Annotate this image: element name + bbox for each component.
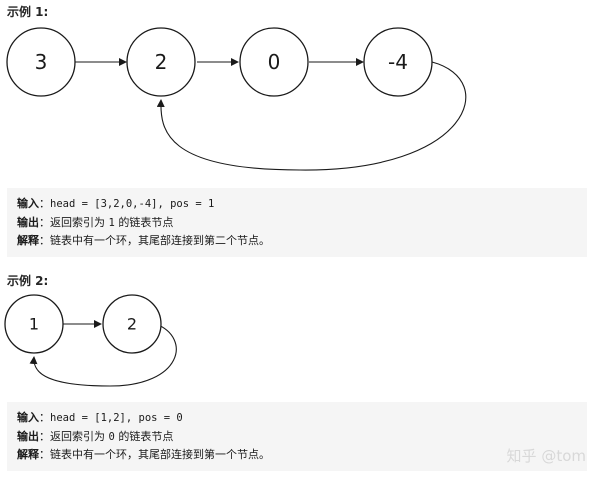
label-separator: ： bbox=[39, 197, 50, 210]
example-2-linked-list-diagram: 1 2 bbox=[4, 294, 177, 387]
label-separator: ： bbox=[39, 215, 50, 229]
example-2-heading: 示例 2: bbox=[7, 274, 49, 288]
input-label: 输入 bbox=[17, 411, 39, 424]
list-node-1: 1 bbox=[4, 294, 64, 354]
explanation-label: 解释 bbox=[17, 234, 39, 247]
explanation-label: 解释 bbox=[17, 448, 39, 461]
input-value: head = [1,2], pos = 0 bbox=[50, 412, 183, 424]
output-line: 输出：返回索引为 1 的链表节点 bbox=[17, 214, 577, 233]
output-text-after: 的链表节点 bbox=[118, 215, 174, 229]
example-2-description: 输入：head = [1,2], pos = 0 输出：返回索引为 0 的链表节… bbox=[7, 402, 587, 471]
label-separator: ： bbox=[39, 411, 50, 424]
label-separator: ： bbox=[39, 234, 50, 247]
output-label: 输出 bbox=[17, 215, 39, 229]
watermark: 知乎 @tom bbox=[506, 447, 586, 465]
label-separator: ： bbox=[39, 448, 50, 461]
node-value: 2 bbox=[155, 50, 168, 74]
input-label: 输入 bbox=[17, 197, 39, 210]
list-node-3: 0 bbox=[239, 27, 309, 97]
node-value: 1 bbox=[29, 315, 39, 334]
example-1-description: 输入：head = [3,2,0,-4], pos = 1 输出：返回索引为 1… bbox=[7, 188, 587, 257]
cycle-arrow-tail-to-node-2 bbox=[156, 61, 467, 171]
input-value: head = [3,2,0,-4], pos = 1 bbox=[50, 198, 215, 210]
cycle-arrow-tail-to-node-1 bbox=[29, 323, 177, 387]
list-node-4: -4 bbox=[363, 27, 433, 97]
output-line: 输出：返回索引为 0 的链表节点 bbox=[17, 428, 577, 447]
output-text-after: 的链表节点 bbox=[118, 429, 174, 443]
output-label: 输出 bbox=[17, 429, 39, 443]
list-node-2: 2 bbox=[126, 27, 196, 97]
explanation-text: 链表中有一个环，其尾部连接到第一个节点。 bbox=[50, 448, 270, 461]
list-node-2: 2 bbox=[102, 294, 162, 354]
node-value: 3 bbox=[35, 50, 48, 74]
output-value: 1 bbox=[108, 216, 115, 229]
output-value: 0 bbox=[108, 430, 115, 443]
explanation-text: 链表中有一个环，其尾部连接到第二个节点。 bbox=[50, 234, 270, 247]
node-value: 2 bbox=[127, 315, 137, 334]
node-value: -4 bbox=[388, 50, 408, 74]
output-text-before: 返回索引为 bbox=[50, 215, 105, 229]
input-line: 输入：head = [1,2], pos = 0 bbox=[17, 409, 577, 428]
example-1-linked-list-diagram: 3 2 0 -4 bbox=[6, 27, 467, 171]
label-separator: ： bbox=[39, 429, 50, 443]
output-text-before: 返回索引为 bbox=[50, 429, 105, 443]
list-node-1: 3 bbox=[6, 27, 76, 97]
input-line: 输入：head = [3,2,0,-4], pos = 1 bbox=[17, 195, 577, 214]
explanation-line: 解释：链表中有一个环，其尾部连接到第一个节点。 bbox=[17, 446, 577, 464]
explanation-line: 解释：链表中有一个环，其尾部连接到第二个节点。 bbox=[17, 232, 577, 250]
node-value: 0 bbox=[268, 50, 281, 74]
example-1-heading: 示例 1: bbox=[7, 5, 49, 19]
